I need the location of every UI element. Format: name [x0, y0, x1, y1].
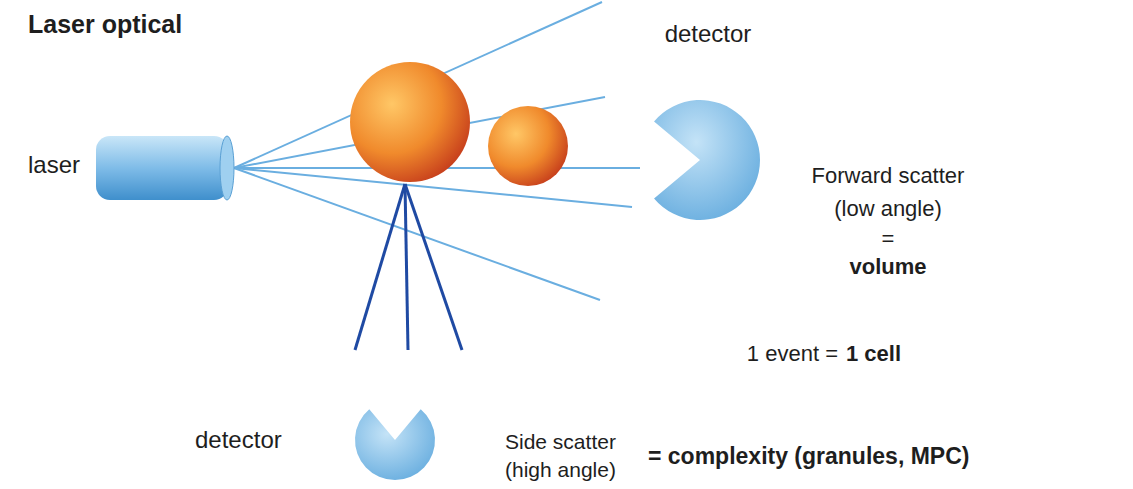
- label-wrap: 1 cell: [846, 341, 901, 366]
- light-ray: [234, 168, 600, 300]
- annotation-text: Side scatter: [505, 430, 616, 454]
- detector-label: detector: [640, 20, 776, 48]
- detector-symbol: [654, 100, 760, 220]
- annotation-text: = complexity (granules, MPC): [648, 443, 969, 469]
- detector-symbol: [355, 409, 435, 480]
- laser-body: [96, 136, 228, 200]
- annotation-text: 1 event =: [747, 341, 838, 366]
- laser-source: laser: [28, 128, 234, 208]
- annotation-text: 1 cell: [846, 341, 901, 366]
- label-wrap: =: [882, 226, 895, 251]
- label-wrap: = complexity (granules, MPC): [648, 443, 969, 469]
- annotation-text: (low angle): [834, 196, 942, 221]
- forward-rays: [234, 2, 632, 300]
- title: Laser optical: [28, 10, 182, 39]
- side-detector: detector: [190, 396, 460, 482]
- detector-label: laser: [28, 151, 80, 179]
- label-wrap: Side scatter: [505, 430, 616, 454]
- label-wrap: (high angle): [505, 458, 616, 482]
- label-wrap: (low angle): [834, 196, 942, 221]
- forward-detector: detector: [640, 18, 776, 225]
- label-wrap: Forward scatter: [812, 163, 965, 188]
- cell-small: [488, 106, 568, 186]
- label-wrap: volume: [849, 254, 926, 279]
- cell-large: [350, 62, 470, 182]
- label-wrap: 1 event =: [747, 341, 838, 366]
- side-ray: [405, 184, 408, 350]
- side-ray: [355, 184, 405, 350]
- annotation-text: volume: [849, 254, 926, 279]
- title-wrap: Laser optical: [28, 10, 182, 39]
- side-ray: [405, 184, 462, 350]
- detector-label: detector: [195, 426, 282, 454]
- annotation-text: (high angle): [505, 458, 616, 482]
- node-shape: [640, 18, 770, 225]
- annotation-text: Forward scatter: [812, 163, 965, 188]
- annotation-text: =: [882, 226, 895, 251]
- laser-aperture: [220, 136, 234, 200]
- side-rays: [355, 184, 462, 350]
